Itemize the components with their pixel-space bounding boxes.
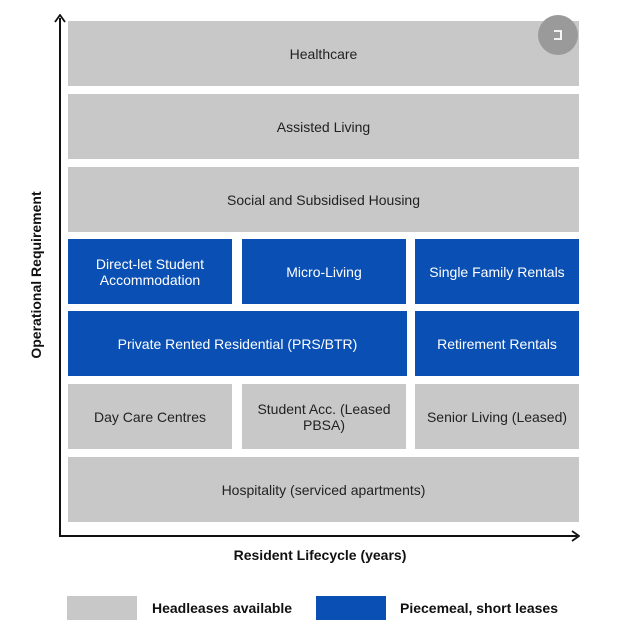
box-micro-living: Micro-Living: [242, 239, 406, 304]
box-hospitality: Hospitality (serviced apartments): [68, 457, 579, 522]
legend-label-grey: Headleases available: [152, 600, 293, 616]
box-social-housing: Social and Subsidised Housing: [68, 167, 579, 232]
legend-label-blue: Piecemeal, short leases: [400, 600, 558, 616]
exit-icon: [554, 30, 562, 40]
box-direct-let-student: Direct-let Student Accommodation: [68, 239, 232, 304]
box-assisted-living: Assisted Living: [68, 94, 579, 159]
legend-swatch-grey: [67, 596, 137, 620]
box-student-acc: Student Acc. (Leased PBSA): [242, 384, 406, 449]
box-senior-living: Senior Living (Leased): [415, 384, 579, 449]
box-retirement-rentals: Retirement Rentals: [415, 311, 579, 376]
box-healthcare: Healthcare: [68, 21, 579, 86]
x-axis-arrow-icon: [571, 530, 580, 542]
y-axis-arrow-icon: [54, 14, 66, 23]
y-axis-line: [59, 18, 61, 537]
box-single-family: Single Family Rentals: [415, 239, 579, 304]
box-day-care: Day Care Centres: [68, 384, 232, 449]
y-axis-label: Operational Requirement: [28, 191, 44, 359]
box-prs-btr: Private Rented Residential (PRS/BTR): [68, 311, 407, 376]
corner-button[interactable]: [538, 15, 578, 55]
x-axis-line: [59, 535, 577, 537]
legend-swatch-blue: [316, 596, 386, 620]
x-axis-label: Resident Lifecycle (years): [233, 547, 407, 563]
